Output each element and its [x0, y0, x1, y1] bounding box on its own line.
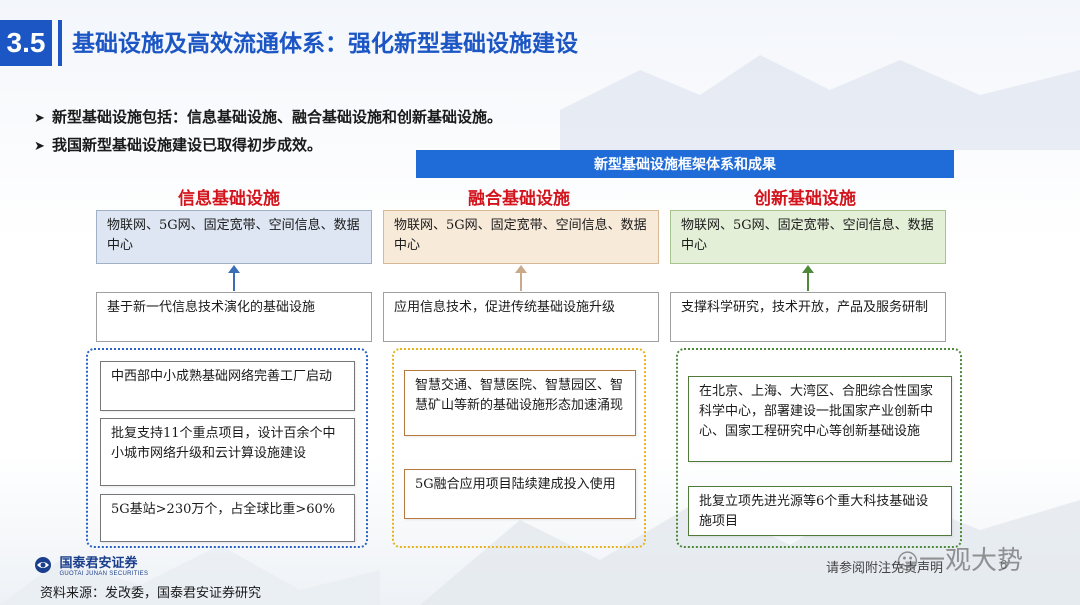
achievement-item: 批复支持11个重点项目，设计百余个中小城市网络升级和云计算设施建设: [100, 418, 355, 486]
page-number: 6: [1000, 557, 1008, 572]
category-box-fusion: 物联网、5G网、固定宽带、空间信息、数据中心: [383, 210, 659, 264]
achievement-item: 智慧交通、智慧医院、智慧园区、智慧矿山等新的基础设施形态加速涌现: [404, 370, 636, 436]
watermark-text: 一观大势: [918, 546, 1023, 576]
category-box-info: 物联网、5G网、固定宽带、空间信息、数据中心: [96, 210, 372, 264]
category-box-innovation: 物联网、5G网、固定宽带、空间信息、数据中心: [670, 210, 946, 264]
up-arrow-icon: [515, 265, 527, 291]
achievements-group-fusion: [392, 348, 646, 548]
up-arrow-icon: [802, 265, 814, 291]
title-divider: [58, 20, 62, 66]
bullet-arrow-icon: ➤: [34, 110, 45, 125]
achievement-item: 在北京、上海、大湾区、合肥综合性国家科学中心，部署建设一批国家产业创新中心、国家…: [688, 376, 952, 462]
logo-text-en: GUOTAI JUNAN SECURITIES: [59, 571, 149, 577]
bullet-arrow-icon: ➤: [34, 138, 45, 153]
column-heading-fusion: 融合基础设施: [468, 189, 570, 209]
column-heading-innovation: 创新基础设施: [754, 189, 856, 209]
achievements-group-info: [86, 348, 368, 548]
company-logo: 国泰君安证券 GUOTAI JUNAN SECURITIES: [34, 552, 148, 577]
bullet-text: 我国新型基础设施建设已取得初步成效。: [52, 137, 323, 154]
achievement-item: 中西部中小成熟基础网络完善工厂启动: [100, 361, 355, 411]
description-box-innovation: 支撑科学研究，技术开放，产品及服务研制: [670, 292, 946, 342]
logo-text-cn: 国泰君安证券: [59, 555, 138, 570]
disclaimer-note: 请参阅附注免责声明: [826, 560, 944, 575]
up-arrow-icon: [228, 265, 240, 291]
achievements-group-innovation: [676, 348, 962, 548]
watermark: ☺一观大势: [896, 540, 1023, 577]
page-title: 基础设施及高效流通体系：强化新型基础设施建设: [72, 30, 578, 56]
bullet-item: ➤ 新型基础设施包括：信息基础设施、融合基础设施和创新基础设施。: [34, 106, 502, 127]
description-box-info: 基于新一代信息技术演化的基础设施: [96, 292, 372, 342]
section-number: 3.5: [0, 20, 52, 66]
bullet-item: ➤ 我国新型基础设施建设已取得初步成效。: [34, 134, 322, 155]
achievement-item: 5G基站>230万个，占全球比重>60%: [100, 494, 355, 542]
logo-emblem-icon: [35, 556, 51, 573]
bullet-text: 新型基础设施包括：信息基础设施、融合基础设施和创新基础设施。: [52, 109, 503, 126]
wechat-icon: ☺: [896, 550, 919, 575]
framework-banner: 新型基础设施框架体系和成果: [416, 150, 954, 178]
achievement-item: 5G融合应用项目陆续建成投入使用: [404, 469, 636, 519]
column-heading-info: 信息基础设施: [178, 189, 280, 209]
source-note: 资料来源：发改委，国泰君安证券研究: [40, 585, 262, 600]
description-box-fusion: 应用信息技术，促进传统基础设施升级: [383, 292, 659, 342]
achievement-item: 批复立项先进光源等6个重大科技基础设施项目: [688, 486, 952, 536]
